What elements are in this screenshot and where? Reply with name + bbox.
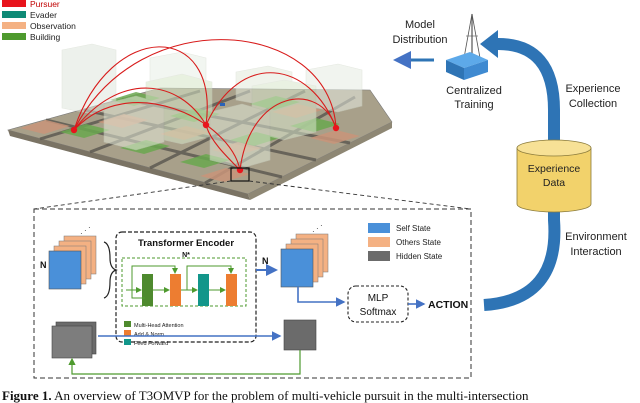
encoder-legend-mha: Multi-Head Attention <box>134 323 184 329</box>
pursuer-vehicle <box>332 124 340 132</box>
training-cycle-arrow <box>483 38 561 311</box>
figure-caption: Figure 1. An overview of T3OMVP for the … <box>2 388 638 403</box>
environment-interaction-line2: Interaction <box>570 246 621 258</box>
experience-data-cylinder: Experience Data <box>516 139 592 213</box>
transformer-encoder: Transformer Encoder N* Multi-Head Attent… <box>115 231 257 347</box>
caption-prefix: Figure 1. <box>2 388 52 403</box>
model-distribution-line2: Distribution <box>392 34 447 46</box>
action-label: ACTION <box>428 299 468 311</box>
multi-head-attention-block <box>142 274 153 306</box>
legend-swatch-pursuer <box>2 0 26 7</box>
legend-label-building: Building <box>30 32 61 42</box>
pursuer-vehicle <box>202 121 210 129</box>
legend-label-pursuer: Pursuer <box>30 0 60 9</box>
svg-text:·: · <box>316 224 319 233</box>
feed-forward-block <box>198 274 209 306</box>
mlp-softmax-box: MLP Softmax <box>347 285 409 323</box>
vehicles <box>70 103 340 182</box>
experience-collection-line1: Experience <box>565 83 620 95</box>
evader-vehicle <box>220 103 225 106</box>
experience-data-line1: Experience <box>528 163 581 175</box>
hidden-state-output <box>283 319 317 351</box>
mlp-label: MLP <box>368 293 389 304</box>
legend-label-observation: Observation <box>30 21 76 31</box>
svg-text:·: · <box>88 223 91 232</box>
output-state-stack: N · · · <box>262 221 329 288</box>
zoom-lines <box>33 180 472 210</box>
svg-text:·: · <box>312 227 315 236</box>
pursuer-vehicle <box>70 126 78 134</box>
encoder-legend-ff: Feed Forward <box>134 341 168 347</box>
state-legend-others: Others State <box>396 238 441 247</box>
legend-swatch-evader <box>2 11 26 18</box>
training-cycle-arrowhead <box>480 30 498 58</box>
focus-box <box>230 167 250 182</box>
stack-to-mlp-arrow <box>297 287 346 307</box>
encoder-n-star: N* <box>182 252 190 259</box>
legend-top: Pursuer Evader Observation Building <box>2 0 76 42</box>
add-norm-block <box>170 274 181 306</box>
legend-swatch-building <box>2 33 26 40</box>
add-norm-block <box>226 274 237 306</box>
softmax-label: Softmax <box>360 307 397 318</box>
input-n-label: N <box>40 260 47 270</box>
pursuit-arcs <box>73 39 337 171</box>
encoder-title: Transformer Encoder <box>138 238 234 249</box>
figure: Pursuer Evader Observation Building <box>2 0 627 379</box>
caption-text: An overview of T3OMVP for the problem of… <box>54 388 529 403</box>
svg-text:·: · <box>84 226 87 235</box>
state-legend-self: Self State <box>396 224 431 233</box>
model-distribution-line1: Model <box>405 19 435 31</box>
input-state-stack: N · · · <box>40 223 97 290</box>
detail-frame <box>33 208 472 379</box>
svg-text:·: · <box>320 221 323 230</box>
input-brace <box>103 241 118 299</box>
recurrent-loop-arrow <box>68 350 301 375</box>
state-legend: Self State Others State Hidden State <box>368 223 443 261</box>
state-legend-hidden: Hidden State <box>396 252 443 261</box>
legend-label-evader: Evader <box>30 10 57 20</box>
experience-collection-line2: Collection <box>569 98 617 110</box>
buildings <box>61 43 363 169</box>
encoder-legend-addnorm: Add & Norm <box>134 332 164 338</box>
output-n-label: N <box>262 256 269 266</box>
server-tower-icon <box>446 13 488 80</box>
svg-text:·: · <box>80 229 83 238</box>
legend-swatch-observation <box>2 22 26 29</box>
centralized-training-line1: Centralized <box>446 85 502 97</box>
centralized-training-line2: Training <box>454 99 493 111</box>
experience-data-line2: Data <box>543 177 565 189</box>
environment-interaction-line1: Environment <box>565 231 627 243</box>
